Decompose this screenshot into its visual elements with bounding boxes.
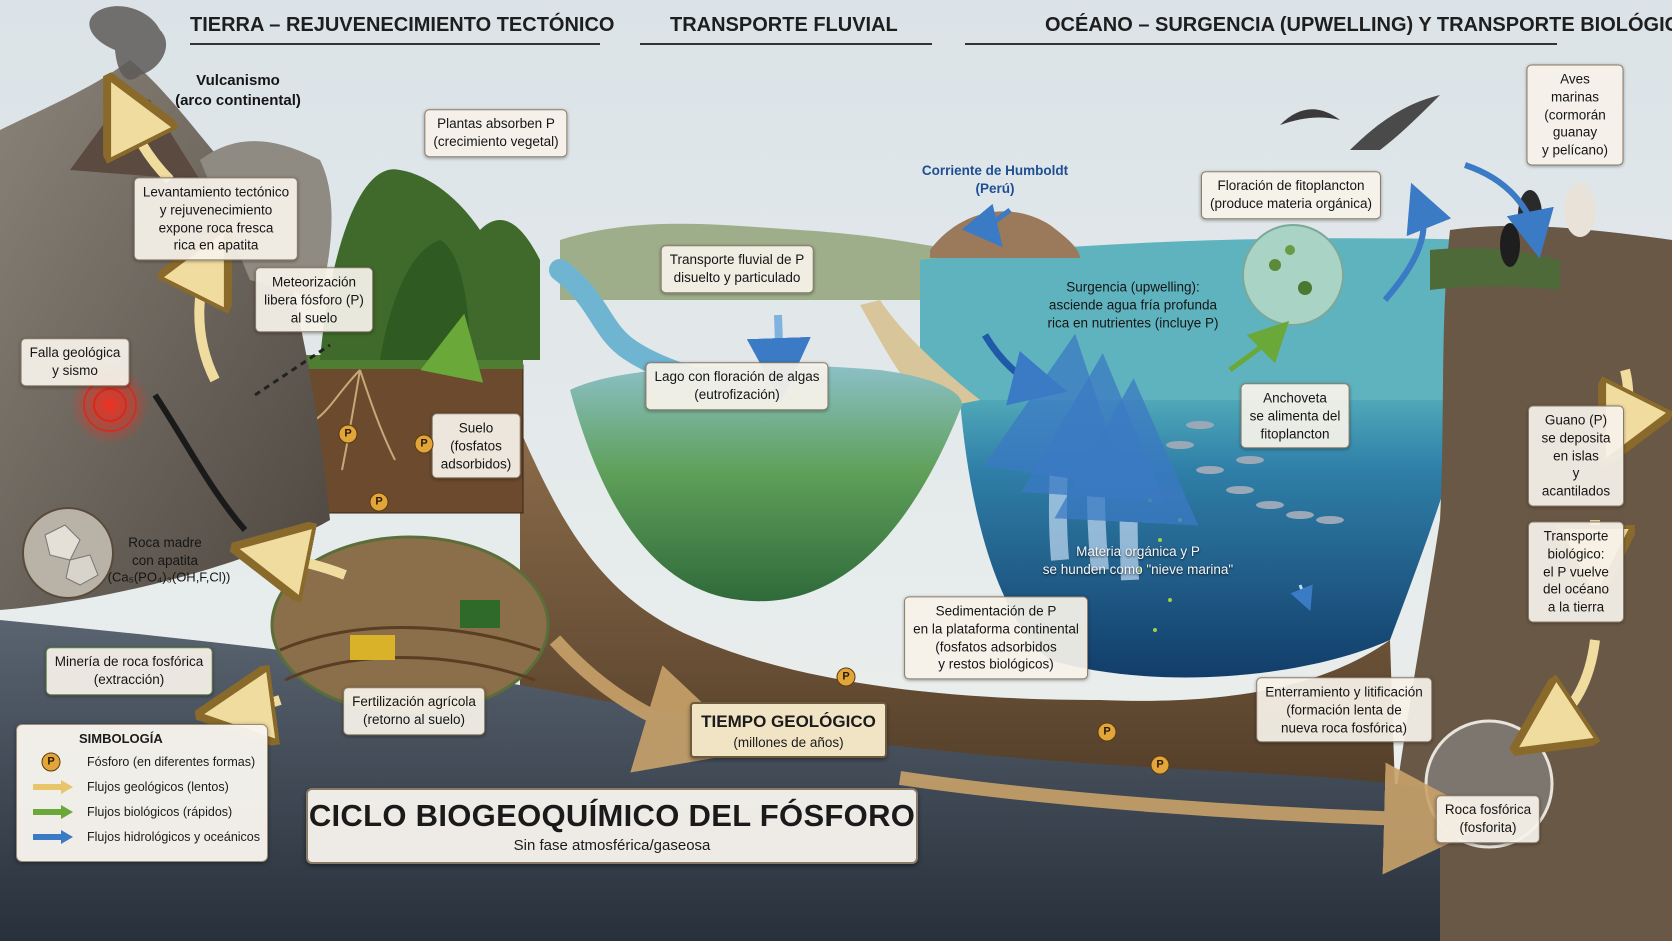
label-weathering: Meteorización libera fósforo (P) al suel… [255, 267, 373, 333]
label-burial: Enterramiento y litificación (formación … [1256, 677, 1432, 743]
legend-item-hydrological: Flujos hidrológicos y oceánicos [31, 827, 263, 847]
phosphorus-symbol: P [1150, 755, 1170, 775]
phosphorus-badge-icon: P [31, 752, 75, 772]
legend-item-phosphorus: P Fósforo (en diferentes formas) [31, 752, 263, 772]
page-subtitle: Sin fase atmosférica/gaseosa [513, 837, 711, 854]
header-ocean: OCÉANO – SURGENCIA (UPWELLING) Y TRANSPO… [965, 14, 1672, 45]
label-soil: Suelo (fosfatos adsorbidos) [431, 413, 521, 479]
title-box: CICLO BIOGEOQUÍMICO DEL FÓSFORO Sin fase… [306, 788, 918, 864]
label-phytoplankton: Floración de fitoplancton (produce mater… [1200, 171, 1382, 219]
label-fault: Falla geológica y sismo [20, 338, 130, 386]
page-title: CICLO BIOGEOQUÍMICO DEL FÓSFORO [308, 798, 916, 833]
geologic-time-subtitle: (millones de años) [733, 735, 844, 750]
legend: SIMBOLOGÍA P Fósforo (en diferentes form… [16, 724, 268, 862]
legend-item-geological: Flujos geológicos (lentos) [31, 777, 263, 797]
legend-item-label: Fósforo (en diferentes formas) [87, 755, 256, 769]
label-volcanism: Vulcanismo (arco continental) [175, 72, 301, 109]
label-parent-rock: Roca madre con apatita [128, 535, 202, 568]
header-land: TIERRA – REJUVENECIMIENTO TECTÓNICO [190, 14, 615, 45]
label-apatite-formula: (Ca₅(PO₄)₃(OH,F,Cl)) [107, 569, 231, 585]
label-mining: Minería de roca fosfórica (extracción) [45, 647, 213, 695]
label-upwelling: Surgencia (upwelling): asciende agua frí… [1047, 279, 1219, 330]
label-biological-transport: Transporte biológico: el P vuelve del oc… [1528, 521, 1624, 623]
phosphorus-symbol: P [369, 492, 389, 512]
geologic-time-title: TIEMPO GEOLÓGICO [701, 712, 876, 731]
legend-item-label: Flujos biológicos (rápidos) [87, 805, 233, 819]
phosphorus-symbol: P [1097, 722, 1117, 742]
label-marine-snow: Materia orgánica y P se hunden como "nie… [1042, 544, 1234, 577]
legend-item-label: Flujos geológicos (lentos) [87, 780, 229, 794]
yellow-arrow-icon [33, 780, 73, 794]
green-arrow-icon [33, 805, 73, 819]
geologic-time-box: TIEMPO GEOLÓGICO (millones de años) [690, 702, 887, 758]
phosphorus-symbol: P [338, 424, 358, 444]
phosphorus-symbol: P [414, 434, 434, 454]
blue-arrow-icon [33, 830, 73, 844]
label-plants: Plantas absorben P (crecimiento vegetal) [424, 109, 568, 157]
phosphorus-symbol: P [41, 752, 61, 772]
label-fertilization: Fertilización agrícola (retorno al suelo… [343, 687, 485, 735]
label-river-transport: Transporte fluvial de P disuelto y parti… [660, 245, 814, 293]
label-seabirds: Aves marinas (cormorán guanay y pelícano… [1526, 64, 1624, 166]
label-anchoveta: Anchoveta se alimenta del fitoplancton [1240, 383, 1350, 449]
label-guano: Guano (P) se deposita en islas y acantil… [1528, 405, 1624, 507]
legend-title: SIMBOLOGÍA [79, 731, 163, 746]
label-humboldt: Corriente de Humboldt (Perú) [921, 163, 1069, 196]
label-tectonic-uplift: Levantamiento tectónico y rejuvenecimien… [133, 177, 299, 261]
legend-item-label: Flujos hidrológicos y oceánicos [87, 830, 261, 844]
legend-item-biological: Flujos biológicos (rápidos) [31, 802, 263, 822]
header-river: TRANSPORTE FLUVIAL [640, 14, 932, 45]
phosphorus-symbol: P [836, 667, 856, 687]
label-lake: Lago con floración de algas (eutrofizaci… [645, 362, 829, 410]
label-phosphorite: Roca fosfórica (fosforita) [1435, 795, 1541, 843]
label-sedimentation: Sedimentación de P en la plataforma cont… [904, 596, 1088, 680]
